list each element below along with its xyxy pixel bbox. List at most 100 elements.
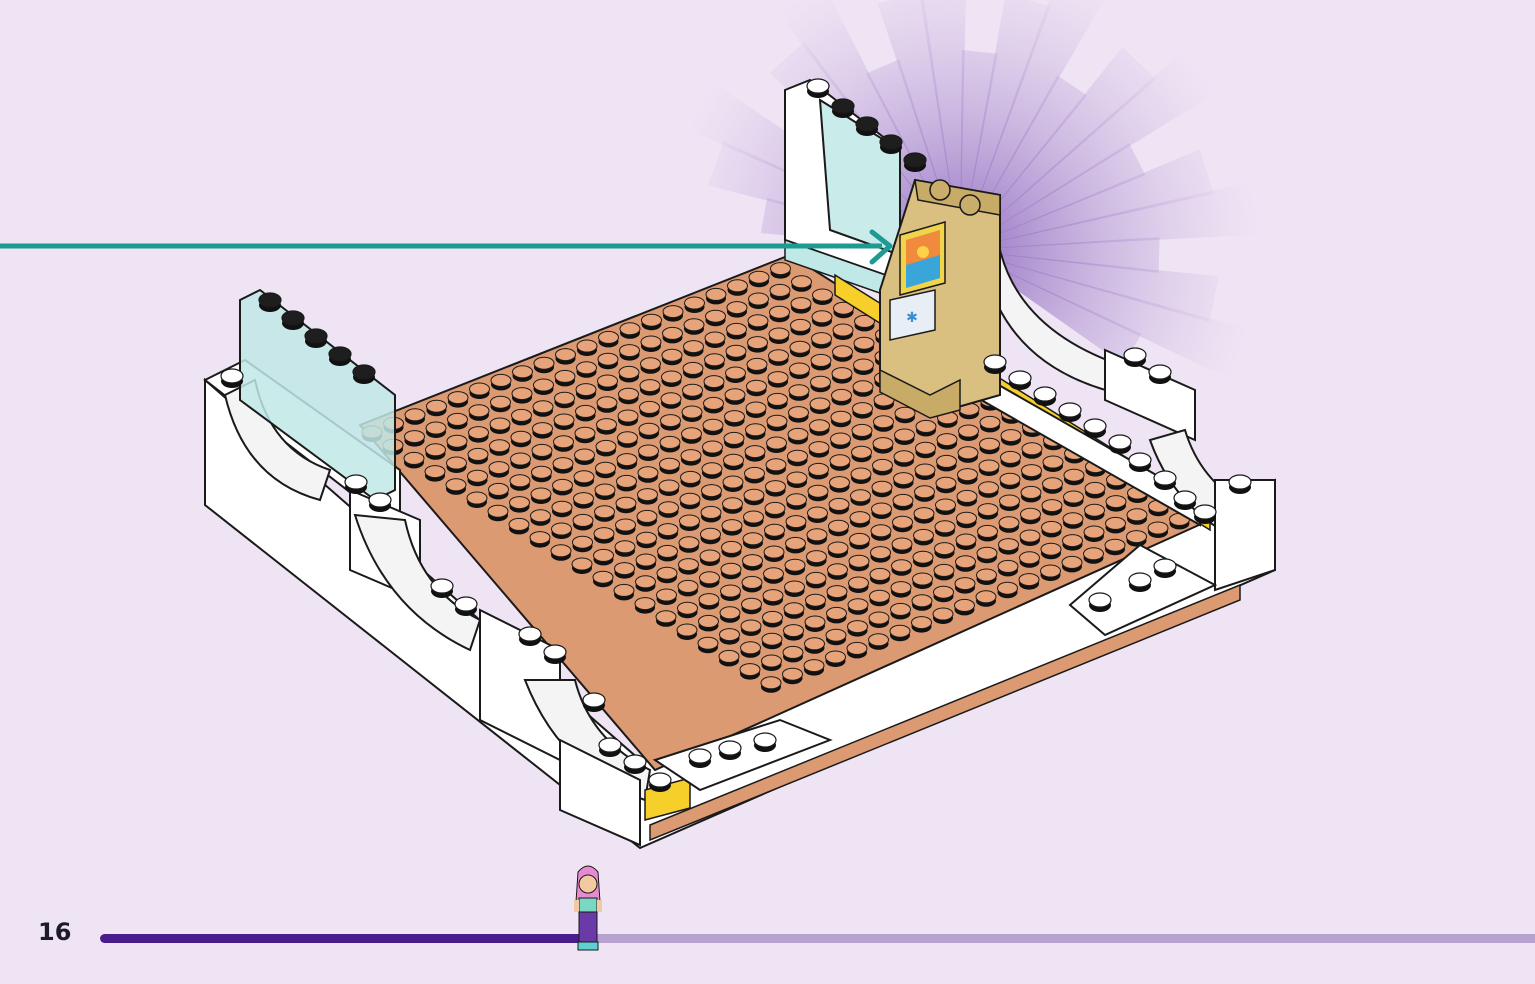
frame-stud (831, 98, 855, 118)
frame-stud (1033, 386, 1057, 406)
baseplate-stud (657, 544, 678, 562)
baseplate-stud (934, 542, 955, 559)
baseplate-stud (769, 305, 790, 323)
baseplate-stud (791, 275, 812, 292)
baseplate-stud (727, 279, 748, 296)
baseplate-stud (783, 602, 805, 619)
baseplate-stud (846, 641, 868, 659)
baseplate-stud (956, 511, 977, 529)
baseplate-stud (977, 524, 998, 542)
baseplate-stud (850, 467, 872, 484)
baseplate-stud (911, 616, 932, 633)
baseplate-stud (853, 336, 875, 354)
baseplate-stud (1041, 520, 1062, 538)
baseplate-stud (806, 528, 828, 545)
baseplate-stud (656, 566, 678, 584)
baseplate-stud (785, 536, 806, 554)
baseplate-stud (554, 391, 575, 409)
baseplate-stud (683, 340, 704, 357)
baseplate-stud (869, 567, 891, 585)
baseplate-stud (511, 408, 532, 426)
baseplate-stud (1062, 534, 1083, 551)
baseplate-stud (723, 431, 745, 449)
baseplate-stud (975, 590, 997, 607)
baseplate-stud (870, 546, 891, 563)
baseplate-stud (488, 461, 510, 478)
baseplate-stud (958, 424, 979, 441)
baseplate-stud (1041, 499, 1063, 516)
frame-stud (258, 292, 282, 312)
baseplate-stud (808, 441, 830, 458)
frame-stud (220, 368, 244, 388)
baseplate-stud (766, 436, 787, 453)
baseplate-stud (530, 509, 551, 526)
baseplate-stud (466, 491, 488, 508)
baseplate-stud (616, 453, 638, 470)
baseplate-stud (748, 270, 770, 288)
baseplate-stud (1019, 551, 1040, 568)
baseplate-stud (890, 581, 912, 598)
baseplate-stud (827, 541, 849, 558)
baseplate-stud (511, 387, 533, 404)
tan-slope-piece: ✱ (879, 178, 1001, 419)
baseplate-stud (830, 432, 851, 449)
baseplate-stud (1021, 464, 1042, 481)
baseplate-stud (658, 479, 680, 496)
baseplate-stud (785, 515, 807, 532)
baseplate-stud (742, 532, 764, 549)
baseplate-stud (770, 262, 791, 279)
baseplate-stud (1019, 529, 1041, 546)
baseplate-stud (892, 493, 914, 511)
baseplate-stud (425, 421, 447, 438)
frame-stud (1153, 558, 1177, 578)
baseplate-stud (826, 585, 848, 602)
baseplate-stud (615, 496, 637, 514)
baseplate-stud (805, 571, 827, 589)
baseplate-stud (933, 585, 954, 603)
baseplate-stud (853, 358, 874, 375)
baseplate-stud (553, 435, 574, 452)
baseplate-stud (1105, 516, 1126, 534)
baseplate-stud (593, 527, 615, 544)
baseplate-stud (635, 553, 657, 570)
baseplate-stud (889, 624, 911, 642)
baseplate-stud (913, 528, 934, 546)
baseplate-stud (1020, 507, 1041, 525)
frame-stud (328, 346, 352, 366)
baseplate-stud (724, 410, 745, 427)
baseplate-stud (614, 562, 635, 579)
baseplate-stud (510, 452, 531, 469)
baseplate-stud (699, 571, 720, 588)
baseplate-stud (676, 623, 698, 640)
baseplate-stud (679, 514, 700, 531)
baseplate-stud (1000, 429, 1022, 446)
baseplate-stud (807, 484, 829, 502)
baseplate-stud (725, 344, 747, 362)
baseplate-stud (1083, 525, 1105, 542)
baseplate-stud (833, 301, 854, 319)
frame-stud (623, 754, 647, 774)
baseplate-stud (744, 466, 765, 484)
baseplate-stud (636, 509, 658, 527)
frame-stud (1083, 418, 1107, 438)
baseplate-stud (467, 469, 488, 487)
frame-stud (983, 354, 1007, 374)
baseplate-stud (705, 287, 727, 305)
baseplate-stud (614, 540, 636, 557)
baseplate-stud (701, 484, 722, 501)
baseplate-stud (954, 577, 976, 594)
baseplate-stud (788, 384, 810, 401)
baseplate-stud (804, 637, 825, 654)
baseplate-stud (490, 373, 512, 391)
baseplate-stud (954, 598, 975, 616)
frame-stud (344, 474, 368, 494)
baseplate-stud (1083, 547, 1104, 564)
baseplate-stud (871, 480, 893, 498)
baseplate-stud (597, 374, 618, 391)
baseplate-stud (532, 400, 554, 417)
baseplate-stud (447, 391, 469, 408)
baseplate-stud (997, 581, 1018, 599)
baseplate-stud (617, 409, 639, 426)
frame-stud (648, 772, 672, 792)
baseplate-stud (552, 478, 573, 496)
